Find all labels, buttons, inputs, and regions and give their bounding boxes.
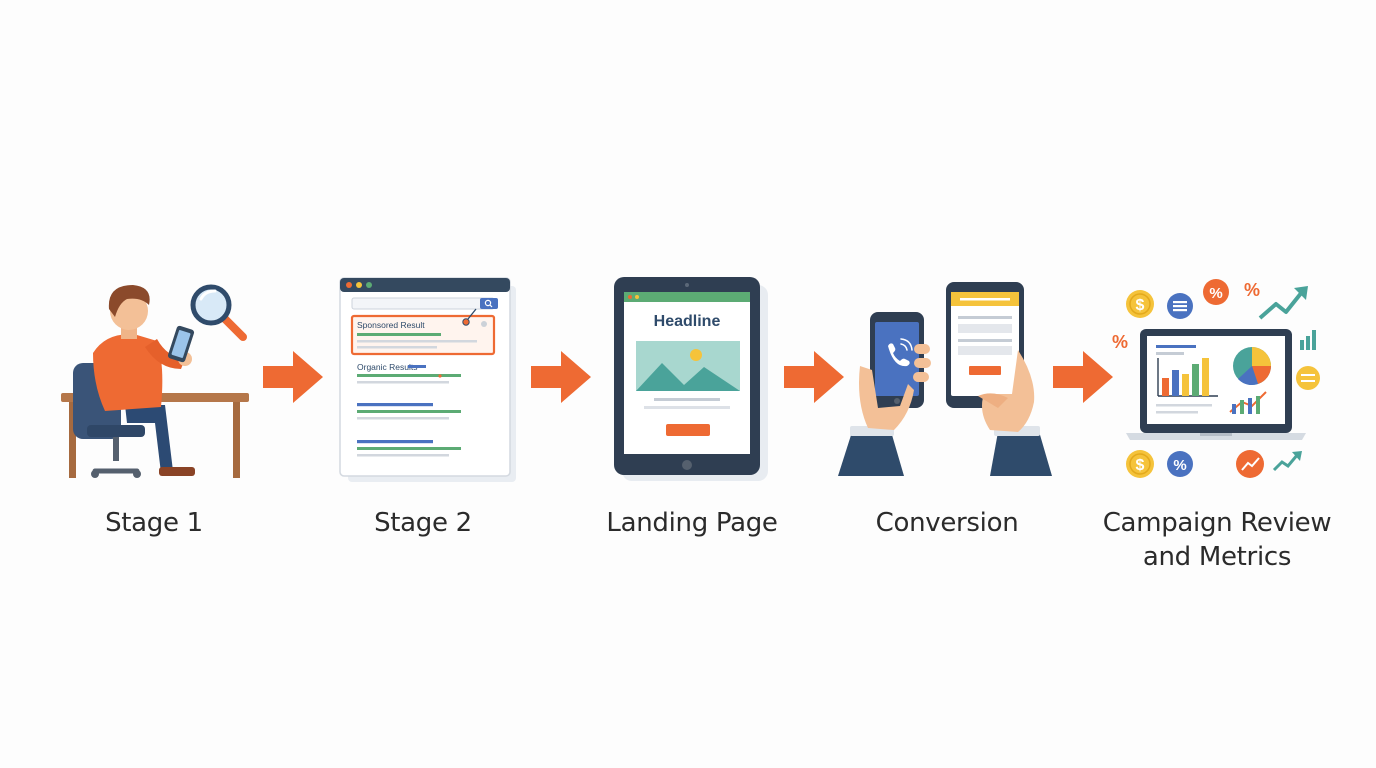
- percent-symbol-icon: %: [1244, 280, 1260, 300]
- flow-arrow-1: [263, 351, 323, 403]
- landing-page-illustration: Headline: [614, 277, 770, 483]
- menu-coin-icon: [1296, 366, 1320, 390]
- campaign-review-label-line1: Campaign Review: [1102, 508, 1332, 538]
- phone-call-icon: [888, 338, 913, 367]
- stage-1-illustration: [55, 275, 255, 485]
- percent-symbol-icon: %: [1112, 332, 1128, 352]
- trend-up-small-icon: [1272, 451, 1302, 472]
- dollar-coin-icon: $: [1126, 450, 1154, 478]
- campaign-review-illustration: $ % % % $: [1110, 274, 1330, 486]
- flow-arrow-2: [531, 351, 591, 403]
- trend-up-arrow-icon: [1258, 286, 1308, 320]
- campaign-review-label: Campaign Review and Metrics: [1090, 506, 1344, 574]
- campaign-review-label-line2: and Metrics: [1142, 542, 1292, 572]
- conversion-label: Conversion: [875, 508, 1019, 538]
- stage-2-illustration: Sponsored Result Organic Results: [339, 277, 518, 486]
- headline-text: Headline: [654, 313, 721, 330]
- bar-chart-icon: [1300, 330, 1316, 350]
- percent-badge-icon: %: [1167, 451, 1193, 477]
- dollar-coin-icon: $: [1126, 290, 1154, 318]
- svg-text:$: $: [1136, 457, 1145, 474]
- landing-page-label: Landing Page: [606, 508, 778, 538]
- growth-badge-icon: [1236, 450, 1264, 478]
- svg-text:%: %: [1173, 457, 1186, 474]
- stage-1-label: Stage 1: [105, 508, 203, 538]
- percent-badge-icon: %: [1203, 279, 1229, 305]
- svg-text:$: $: [1136, 297, 1145, 314]
- stage-2-label: Stage 2: [374, 508, 472, 538]
- flow-arrow-4: [1053, 351, 1113, 403]
- svg-text:%: %: [1209, 285, 1222, 302]
- organic-results-text: Organic Results: [357, 362, 417, 372]
- flow-arrow-3: [784, 351, 844, 403]
- list-icon: [1167, 293, 1193, 319]
- sponsored-result-text: Sponsored Result: [357, 320, 425, 330]
- conversion-illustration: [838, 282, 1056, 478]
- cta-button-shape: [666, 424, 710, 436]
